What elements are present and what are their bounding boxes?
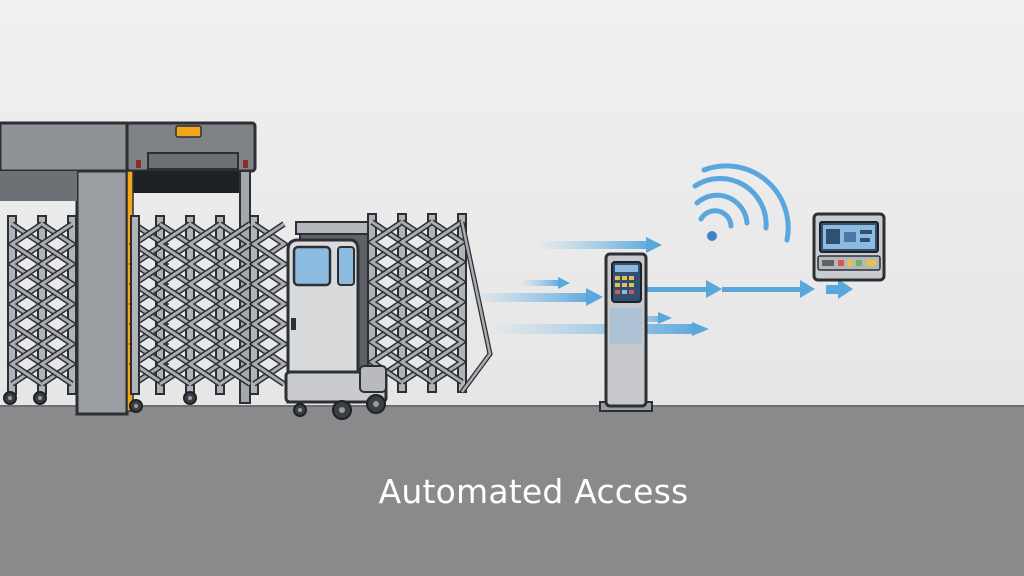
caption-title: Automated Access: [378, 472, 689, 511]
guard-booth-icon: [284, 221, 388, 420]
wifi-signal-icon: [692, 163, 791, 243]
ground: [0, 405, 1024, 576]
gate-canopy-icon: [0, 121, 257, 416]
sky-background: [0, 0, 1024, 410]
control-panel-icon: [812, 212, 886, 282]
keypad-kiosk-icon: [599, 252, 653, 412]
scissor-gate-icon: [3, 213, 493, 413]
